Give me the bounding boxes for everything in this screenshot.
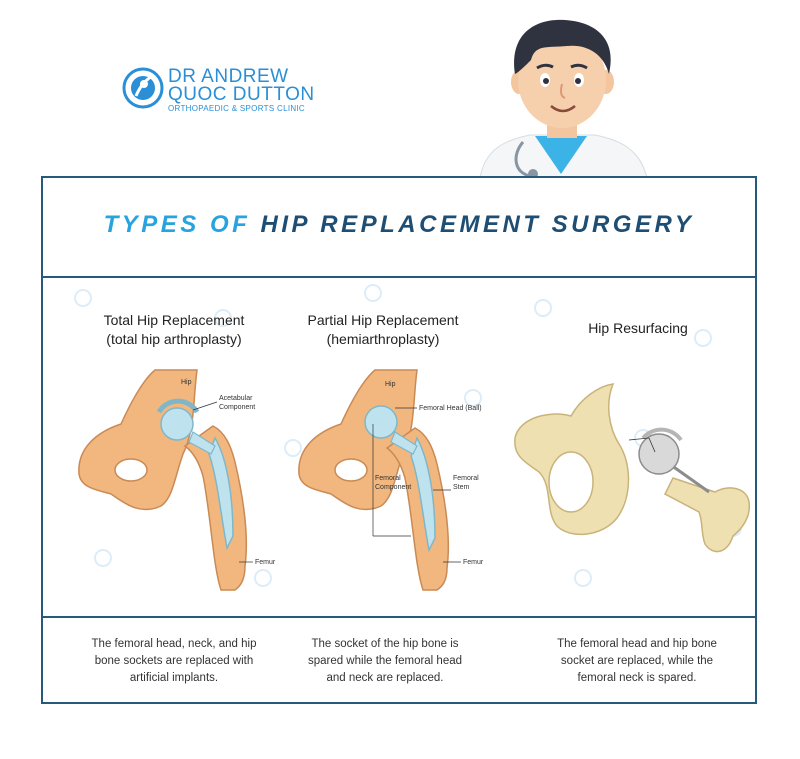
resurfacing-cap	[638, 433, 680, 475]
column-2-title: Partial Hip Replacement (hemiarthroplast…	[288, 311, 478, 349]
column-3-title: Hip Resurfacing	[543, 319, 733, 338]
column-1-description-line: bone sockets are replaced with	[94, 655, 254, 667]
label-femur: Femur	[463, 559, 484, 566]
column-1-description-line: The femoral head, neck, and hip	[91, 638, 257, 650]
logo-mark-icon	[122, 67, 164, 109]
logo-line-2: QUOC DUTTON	[168, 84, 315, 105]
column-3-description-line: femoral neck is spared.	[577, 672, 697, 684]
title-part-2: HIP REPLACEMENT SURGERY	[260, 211, 695, 238]
logo-line-1: DR ANDREW	[168, 66, 289, 87]
label-femoral-1: Femoral	[375, 475, 401, 482]
hip-resurfacing-diagram	[514, 383, 751, 553]
content-frame: TYPES OF HIP REPLACEMENT SURGERY Total H…	[41, 176, 757, 704]
label-acetabular: Acetabular	[219, 395, 253, 402]
logo-line-3: ORTHOPAEDIC & SPORTS CLINIC	[168, 104, 306, 113]
column-3-description-line: socket are replaced, while the	[560, 655, 714, 667]
resurfacing-detail	[628, 437, 656, 453]
ball-implant	[160, 407, 194, 441]
femoral-head-ball	[364, 405, 398, 439]
column-2-description: The socket of the hip bone is spared whi…	[285, 636, 485, 687]
doctor-illustration	[479, 19, 648, 178]
column-1-title-line-2: (total hip arthroplasty)	[106, 331, 242, 347]
label-component: Component	[219, 404, 255, 411]
column-1-title-line-1: Total Hip Replacement	[103, 312, 245, 328]
column-3-description-line: The femoral head and hip bone	[557, 638, 717, 650]
column-2-description-line: The socket of the hip bone is	[311, 638, 459, 650]
total-hip-replacement-diagram: Hip Acetabular Component Femur	[78, 369, 276, 591]
label-hip: Hip	[181, 379, 192, 386]
femur-shape	[385, 427, 449, 591]
label-component: Component	[375, 484, 411, 491]
column-2-description-line: and neck are replaced.	[326, 672, 444, 684]
pelvis-opening	[334, 458, 368, 482]
column-2-title-line-1: Partial Hip Replacement	[307, 312, 459, 328]
acetabular-cup	[156, 398, 200, 414]
title-part-1: TYPES OF	[103, 211, 251, 238]
clinic-logo: DR ANDREW QUOC DUTTON ORTHOPAEDIC & SPOR…	[122, 66, 314, 116]
resurfacing-socket	[641, 427, 683, 442]
column-3-title-line-1: Hip Resurfacing	[588, 320, 688, 336]
pelvis-opening	[114, 458, 148, 482]
pelvis-opening	[548, 451, 594, 513]
acetabular-leader-line	[192, 401, 218, 411]
column-1-title: Total Hip Replacement (total hip arthrop…	[79, 311, 269, 349]
column-2-description-line: spared while the femoral head	[307, 655, 463, 667]
title-divider	[43, 276, 755, 278]
column-3-description: The femoral head and hip bone socket are…	[537, 636, 737, 687]
column-1-description: The femoral head, neck, and hip bone soc…	[74, 636, 274, 687]
label-femur: Femur	[255, 559, 276, 566]
column-1-description-line: artificial implants.	[129, 672, 219, 684]
femoral-stem-implant	[208, 436, 234, 551]
femur-shape	[183, 425, 247, 591]
implant-neck	[390, 431, 418, 455]
label-femoral-2: Femoral	[453, 475, 479, 482]
label-hip: Hip	[385, 381, 396, 388]
partial-hip-replacement-diagram: Hip Femoral Head (Ball) Femoral Componen…	[298, 369, 484, 591]
implant-neck	[188, 431, 216, 455]
column-2-title-line-2: (hemiarthroplasty)	[326, 331, 440, 347]
label-stem: Stem	[453, 484, 470, 491]
femoral-stem-implant	[410, 436, 436, 553]
description-divider	[43, 616, 755, 618]
main-title: TYPES OF HIP REPLACEMENT SURGERY	[43, 211, 755, 239]
femur-shape	[664, 477, 751, 553]
label-femoral-head: Femoral Head (Ball)	[419, 405, 482, 412]
